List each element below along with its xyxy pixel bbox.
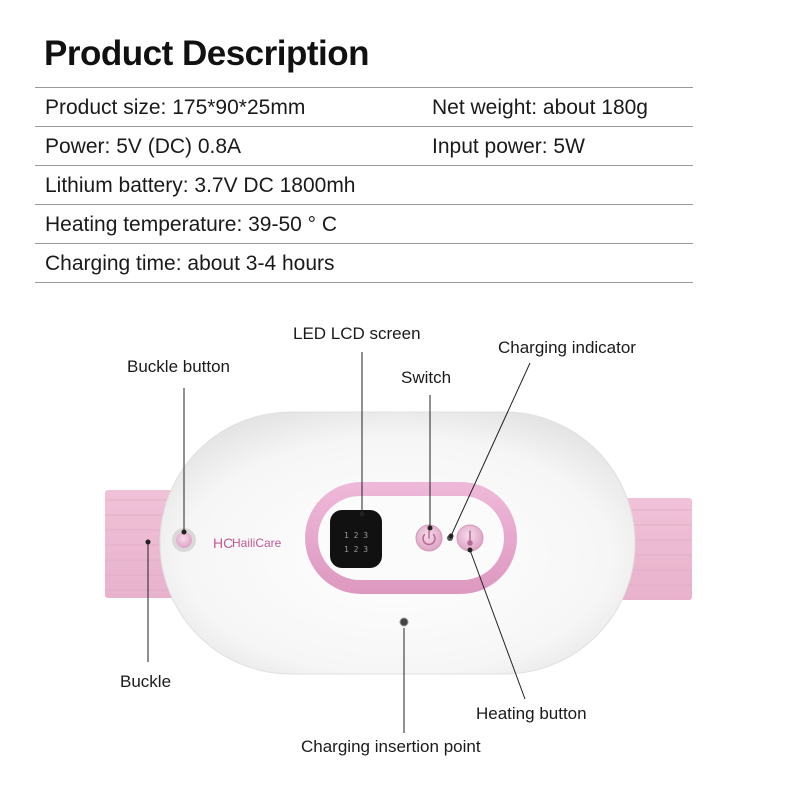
display-row-2: 1 2 3 [344,545,368,554]
brand-mark: HC [213,535,233,551]
leader-dots [145,511,473,553]
label-led-lcd-screen: LED LCD screen [293,324,421,343]
spec-row: Power: 5V (DC) 0.8A Input power: 5W [35,126,693,165]
device-diagram: 1 2 3 1 2 3 HC HailiCare [0,300,800,800]
spec-power: Power: 5V (DC) 0.8A [45,135,242,158]
led-lcd-screen [330,510,382,568]
spec-charging-time: Charging time: about 3-4 hours [45,252,335,275]
spec-row: Lithium battery: 3.7V DC 1800mh [35,165,693,204]
heating-button[interactable] [456,524,484,552]
spec-net-weight: Net weight: about 180g [432,96,648,119]
display-row-1: 1 2 3 [344,531,368,540]
spec-battery: Lithium battery: 3.7V DC 1800mh [45,174,356,197]
switch-button[interactable] [415,524,443,552]
spec-row: Charging time: about 3-4 hours [35,243,693,283]
buckle-button[interactable] [172,528,196,552]
spec-input-power: Input power: 5W [432,135,585,158]
label-buckle: Buckle [120,672,172,691]
spec-row: Product size: 175*90*25mm Net weight: ab… [35,87,693,126]
spec-table: Product size: 175*90*25mm Net weight: ab… [35,87,693,283]
spec-heating-temperature: Heating temperature: 39-50 ° C [45,213,338,236]
label-charging-indicator: Charging indicator [498,338,636,357]
power-icon [422,530,436,546]
spec-product-size: Product size: 175*90*25mm [45,96,306,119]
label-switch: Switch [401,368,452,387]
page-title: Product Description [44,34,369,73]
thermometer-icon [467,530,473,546]
leader-lines [147,352,531,733]
label-heating-button: Heating button [476,704,587,723]
label-charging-insertion-point: Charging insertion point [301,737,481,756]
spec-row: Heating temperature: 39-50 ° C [35,204,693,243]
device-illustration: 1 2 3 1 2 3 HC HailiCare [105,352,692,733]
charging-insertion-point[interactable] [399,617,409,627]
brand-name: HailiCare [232,536,282,550]
label-buckle-button: Buckle button [127,357,231,376]
